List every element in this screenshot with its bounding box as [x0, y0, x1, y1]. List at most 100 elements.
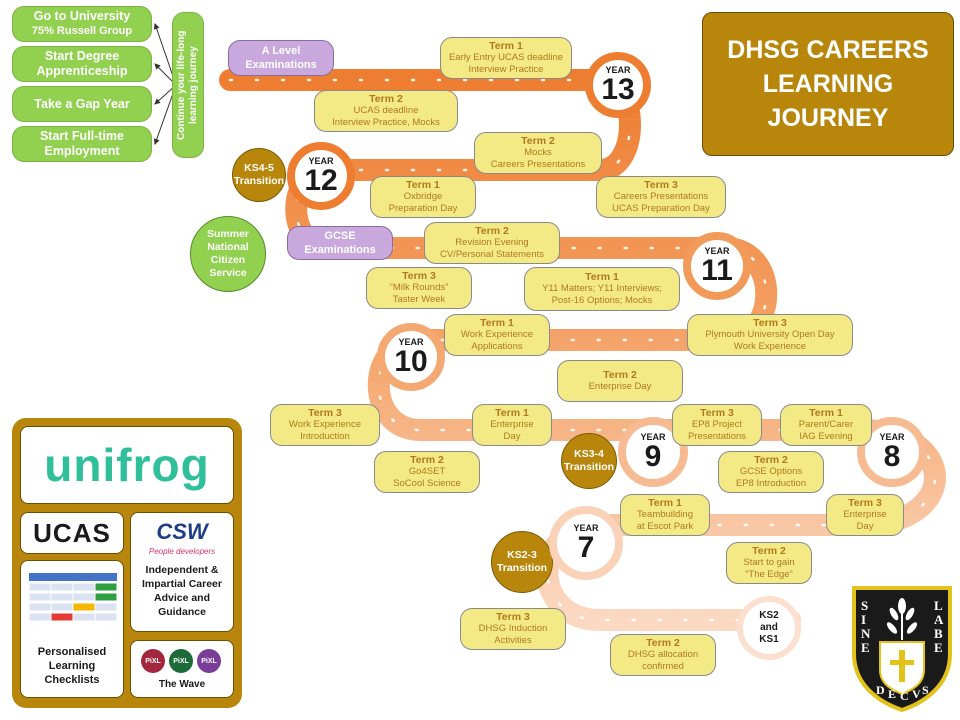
ks2-ks1-circle: KS2 and KS1	[737, 596, 801, 660]
term-label: Term 1	[809, 407, 843, 419]
term-label: Term 1	[585, 271, 619, 283]
term-label: Term 2	[521, 135, 555, 147]
term-label: Term 3	[644, 179, 678, 191]
destination-gap-year: Take a Gap Year	[12, 86, 152, 122]
svg-text:L: L	[934, 598, 943, 613]
term-text: Work Experience	[460, 329, 534, 340]
year-label: YEAR	[573, 523, 599, 533]
term-box-y7-t3: Term 3 Enterprise Day	[826, 494, 904, 536]
term-text: Start to gain	[743, 557, 795, 568]
transition-label: KS2-3 Transition	[496, 549, 548, 574]
csw-tagline: People developers	[148, 547, 216, 556]
term-text: Oxbridge	[403, 191, 443, 202]
svg-text:N: N	[861, 626, 871, 641]
pixl-badge-label: PiXL	[145, 657, 161, 665]
term-box-ks2-t3: Term 3 DHSG Induction Activities	[460, 608, 566, 650]
term-text: Day	[856, 521, 874, 532]
term-label: Term 2	[752, 545, 786, 557]
term-text: “Milk Rounds”	[389, 282, 449, 293]
term-text: Post-16 Options; Mocks	[551, 295, 653, 306]
transition-label: KS4-5 Transition	[233, 162, 285, 187]
term-text: Teambuilding	[637, 509, 693, 520]
term-text: GCSE Options	[739, 466, 803, 477]
title-line: JOURNEY	[767, 104, 889, 132]
term-label: Term 2	[475, 225, 509, 237]
page-title: DHSG CAREERS LEARNING JOURNEY	[702, 12, 954, 156]
svg-text:B: B	[934, 626, 943, 641]
term-text: Enterprise	[843, 509, 887, 520]
term-box-y7-t1: Term 1 Teambuilding at Escot Park	[620, 494, 710, 536]
term-text: Y11 Matters; Y11 Interviews;	[542, 283, 662, 294]
year-number: 9	[644, 440, 662, 473]
term-text: DHSG allocation	[627, 649, 699, 660]
year-13-circle: YEAR 13	[585, 52, 651, 118]
term-text: Plymouth University Open Day	[705, 329, 835, 340]
destination-sublabel: 75% Russell Group	[31, 25, 133, 37]
term-label: Term 2	[410, 454, 444, 466]
citizen-service-label: Summer National Citizen Service	[206, 228, 249, 279]
term-label: Term 1	[495, 407, 529, 419]
svg-text:A: A	[934, 612, 944, 627]
term-label: Term 3	[700, 407, 734, 419]
term-text: CV/Personal Statements	[439, 249, 545, 260]
term-text: Enterprise	[490, 419, 534, 430]
svg-text:S: S	[922, 683, 929, 697]
term-box-y8-t2: Term 2 GCSE Options EP8 Introduction	[718, 451, 824, 493]
term-text: Careers Presentations	[613, 191, 709, 202]
destination-label: Start Degree Apprenticeship	[36, 49, 128, 78]
term-label: Term 1	[489, 40, 523, 52]
pixl-badge-icon: PiXL	[141, 649, 165, 673]
svg-text:E: E	[861, 640, 870, 655]
year-label: YEAR	[398, 337, 424, 347]
transition-ks45: KS4-5 Transition	[232, 148, 286, 202]
year-number: 7	[577, 531, 595, 564]
term-text: Interview Practice, Mocks	[332, 117, 440, 128]
year-10-circle: YEAR 10	[377, 323, 445, 391]
csw-description: Independent & Impartial Career Advice an…	[142, 564, 222, 618]
destination-label: Go to University	[33, 9, 131, 23]
csw-card: CSW People developers Independent & Impa…	[130, 512, 234, 632]
year-12-circle: YEAR 12	[287, 142, 355, 210]
term-label: Term 3	[753, 317, 787, 329]
term-box-y8-t3: Term 3 EP8 Project Presentations	[672, 404, 762, 446]
destination-university: Go to University 75% Russell Group	[12, 6, 152, 42]
svg-text:E: E	[934, 640, 943, 655]
term-box-y12-t3: Term 3 Careers Presentations UCAS Prepar…	[596, 176, 726, 218]
pixl-badge-label: PiXL	[201, 657, 217, 665]
term-text: SoCool Science	[393, 478, 461, 489]
term-text: Interview Practice	[468, 64, 544, 75]
term-text: Presentations	[687, 431, 747, 442]
term-label: Term 3	[402, 270, 436, 282]
term-text: Applications	[471, 341, 523, 352]
term-text: Careers Presentations	[490, 159, 586, 170]
term-text: Enterprise Day	[588, 381, 652, 392]
pixl-badge-icon: PiXL	[169, 649, 193, 673]
transition-label: KS3-4 Transition	[563, 448, 615, 473]
term-box-y9-t3: Term 3 Work Experience Introduction	[270, 404, 380, 446]
term-text: Go4SET	[408, 466, 446, 477]
year-label: YEAR	[308, 156, 334, 166]
ucas-card: UCAS	[20, 512, 124, 554]
exam-label: A Level Examinations	[245, 45, 317, 71]
term-text: Mocks	[524, 147, 552, 158]
resources-panel: unifrog UCAS Personalised Learning Check…	[12, 418, 242, 708]
term-text: Early Entry UCAS deadline	[448, 52, 564, 63]
term-text: DHSG Induction	[478, 623, 548, 634]
term-label: Term 1	[648, 497, 682, 509]
term-text: confirmed	[642, 661, 684, 672]
year-label: YEAR	[640, 432, 666, 442]
term-label: Term 3	[848, 497, 882, 509]
term-text: UCAS deadline	[353, 105, 419, 116]
destination-employment: Start Full-time Employment	[12, 126, 152, 162]
pixl-card: PiXL PiXL PiXL The Wave	[130, 640, 234, 698]
term-box-y11-t3: Term 3 “Milk Rounds” Taster Week	[366, 267, 472, 309]
title-line: LEARNING	[762, 70, 894, 98]
destination-label: Take a Gap Year	[34, 96, 130, 111]
term-box-y10-t1: Term 1 Work Experience Applications	[444, 314, 550, 356]
term-box-y11-t1: Term 1 Y11 Matters; Y11 Interviews; Post…	[524, 267, 680, 311]
term-text: Activities	[494, 635, 532, 646]
term-text: Introduction	[300, 431, 350, 442]
term-box-y12-t1: Term 1 Oxbridge Preparation Day	[370, 176, 476, 218]
year-11-circle: YEAR 11	[683, 232, 751, 300]
